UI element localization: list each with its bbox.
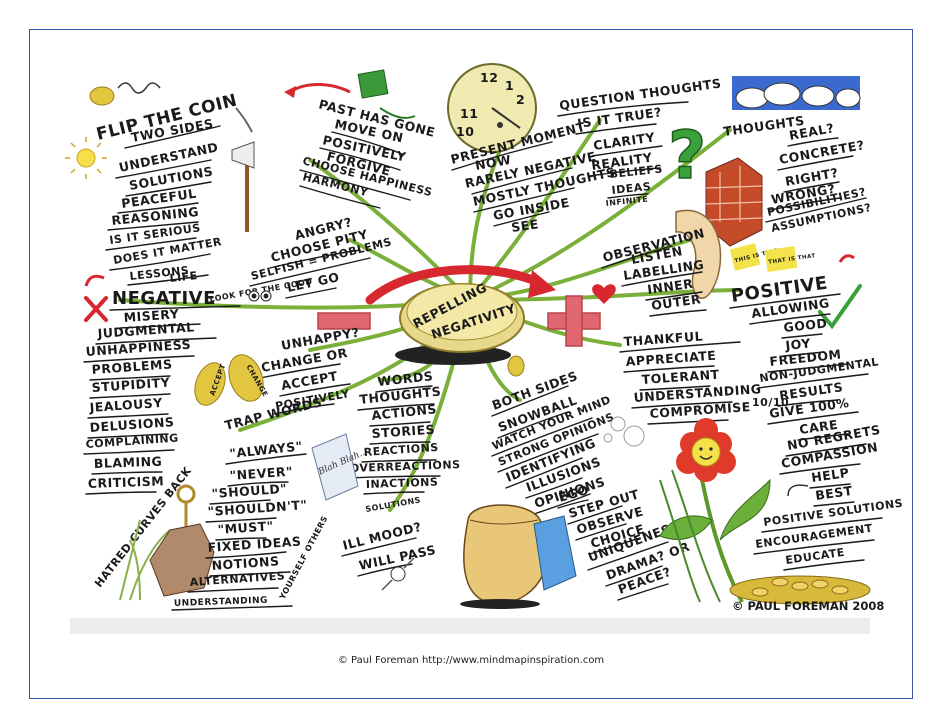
present-branch: 12 1 2 11 10 PRESENT MOMENT NOW RARELY N… [447, 63, 617, 235]
swirl-icon [117, 82, 161, 94]
fraction-label: 10/10 [752, 396, 789, 409]
sticky-note-that: THAT IS THAT [764, 246, 816, 272]
red-x-icon [84, 296, 108, 322]
flip-coin-item: LIFE [169, 269, 198, 285]
center-red-arrow [365, 265, 543, 305]
words-item: STORIES [371, 422, 435, 441]
thankful-branch: THANKFUL APPRECIATE TOLERANT UNDERSTANDI… [619, 328, 762, 425]
observation-item: INNER [646, 276, 694, 297]
negative-item: UNHAPPINESS [85, 337, 191, 359]
past-branch: PAST HAS GONE MOVE ON POSITIVELY FORGIVE… [284, 69, 437, 209]
negative-item: DELUSIONS [89, 414, 175, 435]
clock-numeral: 11 [460, 106, 478, 121]
green-cube-icon [357, 69, 389, 99]
present-item: NOW [474, 152, 512, 173]
positive-branch: POSITIVE ALLOWING GOOD JOY FREEDOM NON-J… [729, 254, 904, 571]
curl-red-icon [838, 254, 855, 263]
negative-item: JUDGMENTAL [96, 319, 195, 341]
check-icon [818, 284, 862, 330]
positive-item: JOY [784, 335, 812, 353]
present-item: SEE [510, 216, 539, 235]
heart-icon [592, 284, 616, 304]
question-mark-icon: ? [668, 117, 706, 194]
clock-numeral: 12 [480, 70, 498, 85]
eyes-icon [248, 290, 272, 302]
coin-icon [89, 86, 115, 106]
minus-icon [317, 312, 371, 330]
clock-numeral: 1 [505, 78, 514, 93]
arrow-left-icon [289, 83, 351, 94]
bottom-band [70, 618, 870, 634]
trap-side: YOURSELF OTHERS [277, 514, 329, 602]
trap-item: UNDERSTANDING [174, 596, 268, 609]
positive-item: HELP [810, 465, 850, 485]
angry-branch: ANGRY? CHOOSE PITY SELFISH = PROBLEMS LE… [209, 214, 393, 304]
question-branch: QUESTION THOUGHTS IS IT TRUE? CLARITY RE… [557, 75, 722, 208]
words-item: WORDS [377, 368, 434, 389]
clouds-icon [732, 76, 861, 110]
thankful-item: APPRECIATE [625, 348, 717, 369]
positive-item: POSITIVE SOLUTIONS [763, 497, 904, 529]
negative-item: JEALOUSY [88, 395, 164, 415]
clock-numeral: 10 [456, 124, 474, 139]
footer-credit: © Paul Foreman http://www.mindmapinspira… [337, 655, 605, 666]
question-item: INFINITE [605, 195, 648, 208]
negative-item: CRITICISM [88, 473, 165, 491]
clock-icon: 12 1 2 11 10 [447, 63, 537, 153]
mood-branch: ILL MOOD? WILL PASS [341, 519, 437, 591]
observation-item: OUTER [650, 291, 702, 313]
thoughts-branch: THOUGHTS REAL? CONCRETE? RIGHT? WRONG? P… [705, 76, 873, 247]
blue-cloth-icon [533, 515, 577, 591]
watch-icon [381, 557, 415, 591]
sun-icon [65, 137, 107, 179]
words-branch: WORDS THOUGHTS ACTIONS STORIES REACTIONS… [311, 368, 461, 514]
arrow-right-icon [379, 107, 416, 119]
negative-item: PROBLEMS [91, 356, 173, 377]
page-frame [29, 29, 913, 699]
thankful-title: THANKFUL [623, 328, 703, 349]
flip-coin-branch: FLIP THE COIN TWO SIDES UNDERSTAND SOLUT… [65, 82, 255, 286]
arrowhead-icon [528, 270, 556, 298]
words-item: REACTIONS [363, 441, 439, 459]
negative-title: NEGATIVE [112, 288, 216, 309]
center-coin: REPELLING NEGATIVITY [395, 280, 525, 365]
words-item: INACTIONS [366, 475, 439, 491]
words-item: OVERREACTIONS [350, 458, 461, 475]
coin-accept-icon: ACCEPT [194, 362, 227, 406]
grass-icon [119, 519, 171, 601]
trap-item: "NEVER" [229, 464, 293, 483]
flip-coin-item: LESSONS [129, 264, 190, 283]
signature: © PAUL FOREMAN 2008 [732, 599, 884, 613]
thankful-item: TOLERANT [641, 367, 720, 387]
brick-wall-icon [705, 157, 763, 247]
ear-icon [675, 209, 722, 299]
question-item: IDEAS [611, 180, 652, 197]
sack-icon [460, 504, 549, 609]
flower-icon [659, 418, 771, 603]
trap-branch: TRAP WORDS "ALWAYS" "NEVER" "SHOULD" "SH… [171, 394, 330, 611]
question-item: BELIEFS [609, 162, 664, 181]
positive-item: GOOD [783, 315, 828, 335]
trap-item: "ALWAYS" [229, 438, 304, 461]
bubbles-icon [603, 416, 645, 447]
small-coin-icon [507, 355, 525, 377]
curl-arrow-icon [787, 484, 809, 497]
rock-icon [149, 523, 215, 597]
axe-icon [231, 107, 255, 232]
positive-item: CARE [798, 417, 839, 437]
coins-pile-icon [729, 575, 871, 605]
plus-icon [547, 295, 601, 347]
negative-item: BLAMING [94, 454, 163, 471]
coin-change-icon: CHANGE [228, 354, 269, 402]
clock-numeral: 2 [516, 92, 525, 107]
words-item: SOLUTIONS [365, 495, 422, 514]
trap-item: NOTIONS [211, 553, 280, 573]
positive-item: BEST [814, 483, 853, 503]
trap-item: "MUST" [217, 518, 274, 537]
curl-icon [84, 274, 105, 287]
negative-item: MISERY [123, 306, 180, 325]
